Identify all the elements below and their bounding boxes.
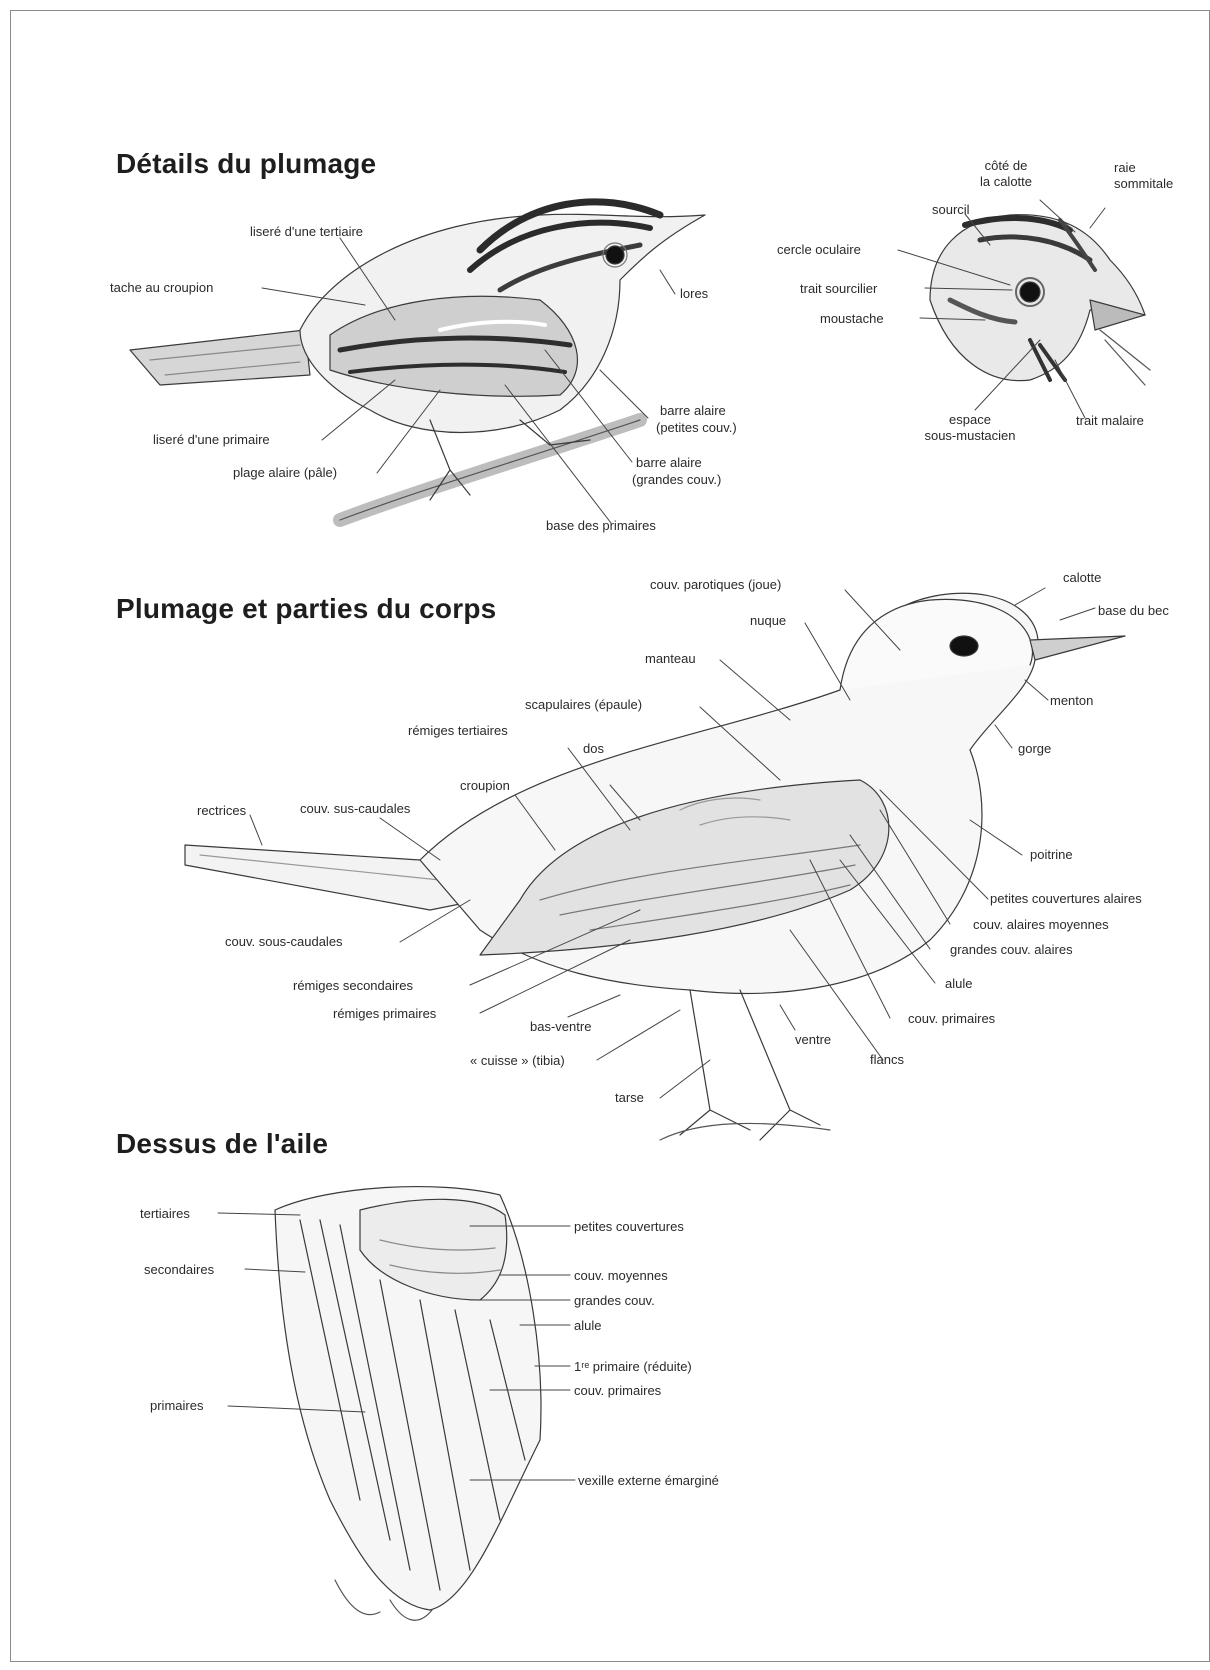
label-cercle-oculaire: cercle oculaire bbox=[777, 242, 861, 257]
label-flancs: flancs bbox=[870, 1052, 904, 1067]
label-plage-alaire: plage alaire (pâle) bbox=[233, 465, 337, 480]
label-raie-1: raie bbox=[1114, 160, 1136, 175]
label-gorge: gorge bbox=[1018, 741, 1051, 756]
label-parotiques: couv. parotiques (joue) bbox=[650, 577, 781, 592]
thrush-illustration bbox=[185, 593, 1125, 1140]
label-tertiaires: tertiaires bbox=[140, 1206, 190, 1221]
label-couv-moyennes: couv. moyennes bbox=[574, 1268, 668, 1283]
label-poitrine: poitrine bbox=[1030, 847, 1073, 862]
warbler-illustration bbox=[130, 202, 705, 520]
label-espace-1: espace bbox=[900, 412, 1040, 427]
label-sourcil: sourcil bbox=[932, 202, 970, 217]
sparrow-head-illustration bbox=[930, 215, 1150, 385]
label-cote-calotte-1: côté de bbox=[970, 158, 1042, 173]
label-barre-petites-1: barre alaire bbox=[660, 403, 726, 418]
label-remiges-secondaires: rémiges secondaires bbox=[293, 978, 413, 993]
label-premiere-primaire: 1ʳᵉ primaire (réduite) bbox=[574, 1359, 692, 1374]
label-wing-petites-couvertures: petites couvertures bbox=[574, 1219, 684, 1234]
label-rectrices: rectrices bbox=[197, 803, 246, 818]
label-moyennes: couv. alaires moyennes bbox=[973, 917, 1109, 932]
label-barre-grandes-2: (grandes couv.) bbox=[632, 472, 721, 487]
label-sus-caudales: couv. sus-caudales bbox=[300, 801, 410, 816]
label-cote-calotte-2: la calotte bbox=[970, 174, 1042, 189]
label-manteau: manteau bbox=[645, 651, 696, 666]
label-lisere-primaire: liseré d'une primaire bbox=[153, 432, 270, 447]
label-lisere-tertiaire: liseré d'une tertiaire bbox=[250, 224, 363, 239]
label-remiges-tertiaires: rémiges tertiaires bbox=[408, 723, 508, 738]
label-base-primaires: base des primaires bbox=[546, 518, 656, 533]
label-barre-petites-2: (petites couv.) bbox=[656, 420, 737, 435]
label-base-bec: base du bec bbox=[1098, 603, 1169, 618]
label-alule: alule bbox=[945, 976, 972, 991]
section-title-body-parts: Plumage et parties du corps bbox=[116, 593, 496, 625]
label-calotte: calotte bbox=[1063, 570, 1101, 585]
label-secondaires: secondaires bbox=[144, 1262, 214, 1277]
label-lores: lores bbox=[680, 286, 708, 301]
section-title-plumage-details: Détails du plumage bbox=[116, 148, 376, 180]
label-grandes: grandes couv. alaires bbox=[950, 942, 1073, 957]
label-scapulaires: scapulaires (épaule) bbox=[525, 697, 642, 712]
label-wing-couv-primaires: couv. primaires bbox=[574, 1383, 661, 1398]
label-croupion: croupion bbox=[460, 778, 510, 793]
label-trait-sourcilier: trait sourcilier bbox=[800, 281, 877, 296]
section-title-wing-top: Dessus de l'aile bbox=[116, 1128, 328, 1160]
label-menton: menton bbox=[1050, 693, 1093, 708]
label-petites-couvertures: petites couvertures alaires bbox=[990, 891, 1142, 906]
label-espace-2: sous-mustacien bbox=[900, 428, 1040, 443]
label-ventre: ventre bbox=[795, 1032, 831, 1047]
label-cuisse: « cuisse » (tibia) bbox=[470, 1053, 565, 1068]
label-bas-ventre: bas-ventre bbox=[530, 1019, 591, 1034]
label-barre-grandes-1: barre alaire bbox=[636, 455, 702, 470]
wing-illustration bbox=[275, 1187, 541, 1621]
label-raie-2: sommitale bbox=[1114, 176, 1173, 191]
label-trait-malaire: trait malaire bbox=[1076, 413, 1144, 428]
label-wing-alule: alule bbox=[574, 1318, 601, 1333]
label-sous-caudales: couv. sous-caudales bbox=[225, 934, 343, 949]
label-nuque: nuque bbox=[750, 613, 786, 628]
label-tache-croupion: tache au croupion bbox=[110, 280, 213, 295]
label-moustache: moustache bbox=[820, 311, 884, 326]
label-couv-primaires: couv. primaires bbox=[908, 1011, 995, 1026]
label-primaires: primaires bbox=[150, 1398, 203, 1413]
label-grandes-couv: grandes couv. bbox=[574, 1293, 655, 1308]
label-tarse: tarse bbox=[615, 1090, 644, 1105]
label-dos: dos bbox=[583, 741, 604, 756]
label-remiges-primaires: rémiges primaires bbox=[333, 1006, 436, 1021]
label-vexille: vexille externe émarginé bbox=[578, 1473, 719, 1488]
